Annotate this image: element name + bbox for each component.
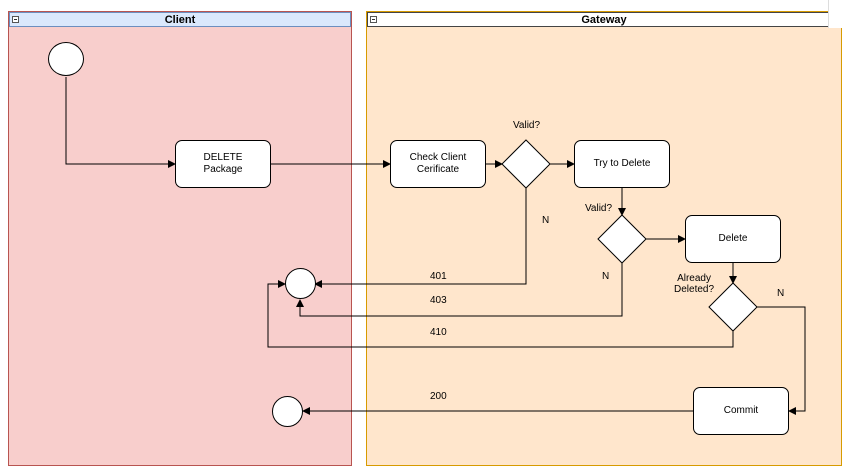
start-node[interactable] — [48, 42, 84, 76]
end-node-success[interactable] — [272, 396, 303, 427]
already-deleted-label: Already Deleted? — [674, 273, 715, 295]
delete-node[interactable]: Delete — [685, 215, 781, 263]
collapse-client-icon[interactable] — [12, 16, 19, 23]
check-client-cert-node[interactable]: Check Client Cerificate — [390, 140, 486, 188]
edge-already-deleted-n-to-commit — [757, 306, 806, 415]
gateway-lane-title: Gateway — [581, 13, 627, 26]
code-403-label: 403 — [430, 295, 447, 306]
n-label-1: N — [542, 215, 550, 226]
decision-already-deleted — [708, 282, 758, 332]
commit-node[interactable]: Commit — [693, 387, 789, 435]
code-401-label: 401 — [430, 271, 447, 282]
edge-start-to-delete-package — [65, 77, 176, 168]
client-lane-title: Client — [164, 13, 196, 26]
decision-valid-2 — [597, 214, 647, 264]
edge-401 — [314, 188, 527, 288]
valid-1-label: Valid? — [513, 120, 541, 131]
decision-valid-1 — [501, 139, 551, 189]
n-label-3: N — [777, 288, 785, 299]
code-200-label: 200 — [430, 391, 447, 402]
scrollbar-corner — [828, 0, 850, 28]
client-lane-header: Client — [9, 12, 351, 27]
end-node-errors[interactable] — [285, 268, 316, 299]
n-label-2: N — [602, 271, 610, 282]
client-swimlane: Client — [8, 11, 352, 466]
edge-403 — [296, 263, 623, 317]
collapse-gateway-icon[interactable] — [370, 16, 377, 23]
delete-package-node[interactable]: DELETE Package — [175, 140, 271, 188]
valid-2-label: Valid? — [585, 203, 613, 214]
code-410-label: 410 — [430, 327, 447, 338]
edge-410 — [267, 280, 734, 348]
try-to-delete-node[interactable]: Try to Delete — [574, 140, 670, 188]
